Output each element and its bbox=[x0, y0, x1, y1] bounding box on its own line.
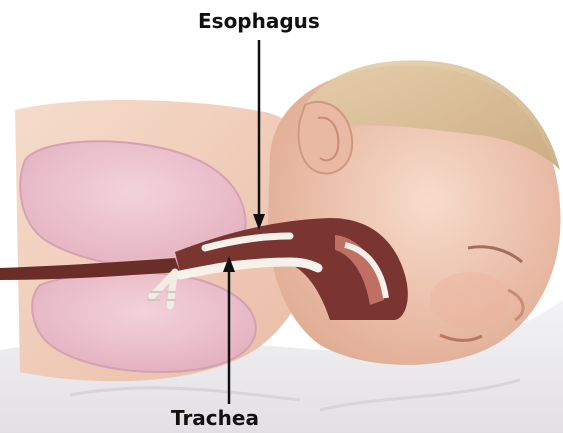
esophagus-label: Esophagus bbox=[198, 11, 320, 31]
cheek bbox=[430, 272, 510, 328]
trachea-label: Trachea bbox=[171, 408, 259, 428]
